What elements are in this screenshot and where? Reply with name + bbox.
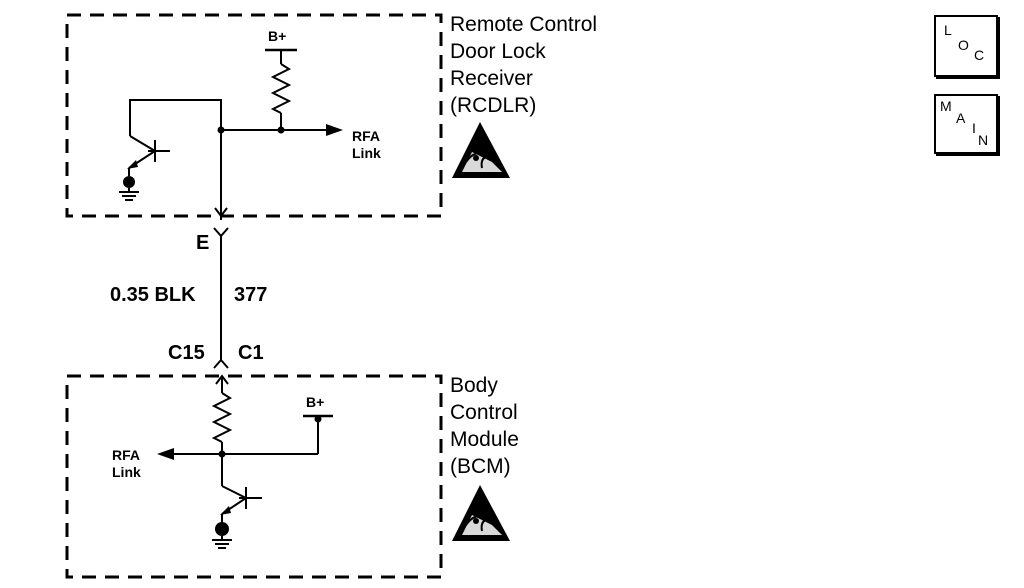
resistor-icon: [270, 63, 292, 114]
rcdlr-module-box: [65, 13, 443, 218]
ground-icon: [119, 168, 139, 201]
rcdlr-module-name: Remote Control Door Lock Receiver (RCDLR…: [450, 11, 597, 119]
top-link-label: RFA Link: [352, 128, 381, 162]
main-letter-i: I: [972, 120, 976, 136]
main-letter-m: M: [940, 98, 952, 114]
top-link-label-line-2: Link: [352, 145, 381, 161]
wire-gauge-color: 0.35 BLK: [110, 284, 196, 306]
bottom-connector-label: C1: [238, 342, 264, 364]
main-button[interactable]: M A I N: [934, 94, 998, 154]
bcm-module-box: [65, 374, 443, 579]
ground-icon: [212, 514, 232, 549]
esd-warning-icon: [452, 485, 510, 541]
esd-warning-icon: [452, 122, 510, 178]
transistor-icon: [220, 485, 262, 515]
top-link-label-line-1: RFA: [352, 128, 380, 144]
arrow-icon: [157, 448, 174, 460]
bottom-supply-label: B+: [306, 394, 325, 410]
loc-letter-l: L: [944, 22, 952, 38]
transistor-icon: [127, 135, 170, 169]
resistor-icon: [211, 392, 233, 443]
rcdlr-name-line-3: Receiver: [450, 67, 533, 90]
bcm-name-line-2: Control: [450, 401, 518, 424]
loc-letter-o: O: [958, 37, 969, 53]
bottom-link-label-line-2: Link: [112, 464, 141, 480]
circuit-number: 377: [234, 284, 268, 306]
main-letter-n: N: [978, 132, 989, 148]
bottom-link-label: RFA Link: [112, 447, 141, 481]
bcm-name-line-1: Body: [450, 374, 498, 397]
bcm-name-line-3: Module: [450, 428, 519, 451]
bottom-pin-label: C15: [168, 342, 205, 364]
top-supply-label: B+: [268, 28, 287, 44]
main-letter-a: A: [956, 110, 966, 126]
rcdlr-name-line-2: Door Lock: [450, 40, 546, 63]
top-pin-label: E: [196, 232, 210, 254]
arrow-icon: [326, 124, 343, 136]
rcdlr-name-line-1: Remote Control: [450, 13, 598, 36]
bcm-module-name: Body Control Module (BCM): [450, 372, 519, 480]
rcdlr-name-line-4: (RCDLR): [450, 94, 537, 117]
bcm-name-line-4: (BCM): [450, 455, 511, 478]
loc-button[interactable]: L O C: [934, 15, 998, 77]
loc-letter-c: C: [974, 47, 985, 63]
bottom-link-label-line-1: RFA: [112, 447, 140, 463]
